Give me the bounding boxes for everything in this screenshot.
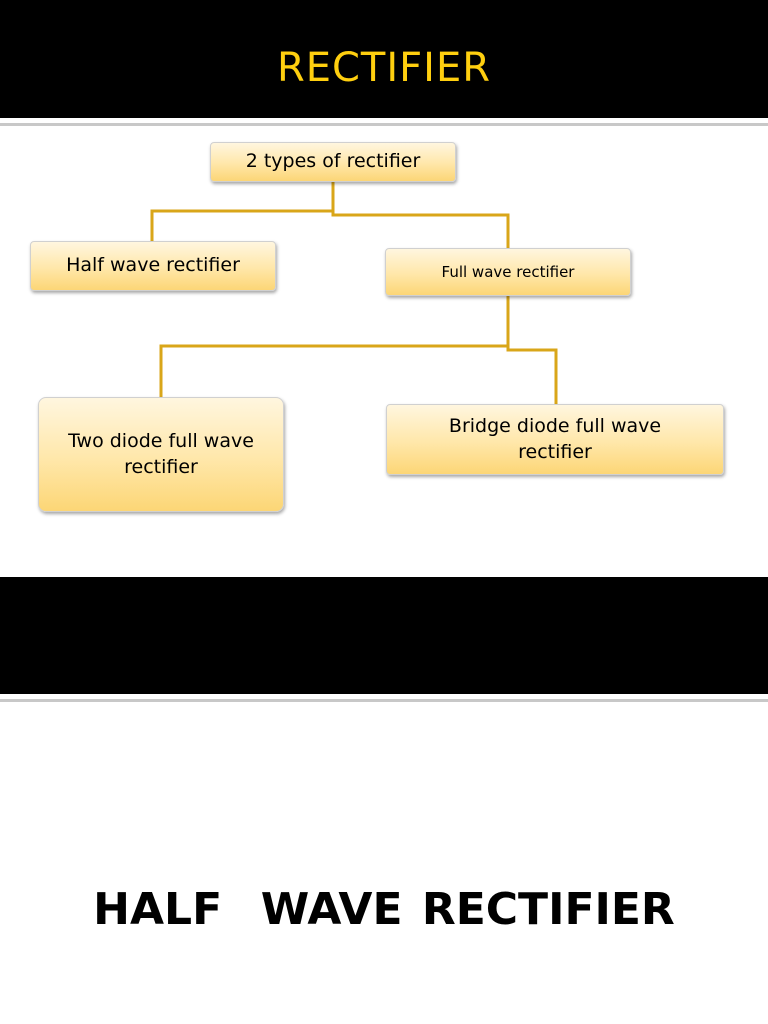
- connector-full-to-bridge: [506, 294, 558, 406]
- node-half-wave-rectifier: Half wave rectifier: [30, 241, 276, 291]
- connector-root-to-half: [150, 180, 335, 243]
- node-label: 2 types of rectifier: [245, 150, 421, 173]
- title-divider: [0, 123, 768, 126]
- connector-full-to-two: [159, 294, 510, 399]
- node-label: Two diode full wave rectifier: [68, 429, 254, 478]
- node-label: Half wave rectifier: [66, 254, 240, 277]
- half-wave-rectifier-heading: HALF WAVE RECTIFIER: [93, 884, 675, 935]
- node-full-wave-rectifier: Full wave rectifier: [385, 248, 631, 296]
- slide-title: RECTIFIER: [276, 45, 492, 91]
- connector-root-to-full: [331, 180, 510, 250]
- node-label: Full wave rectifier: [441, 262, 575, 281]
- node-two-diode-full-wave-rectifier: Two diode full wave rectifier: [38, 397, 284, 512]
- second-slide-band: [0, 577, 768, 694]
- node-bridge-diode-full-wave-rectifier: Bridge diode full wave rectifier: [386, 404, 724, 475]
- second-slide-divider: [0, 699, 768, 702]
- node-types-of-rectifier: 2 types of rectifier: [210, 142, 456, 182]
- node-label: Bridge diode full wave rectifier: [448, 414, 662, 463]
- title-band: [0, 0, 768, 118]
